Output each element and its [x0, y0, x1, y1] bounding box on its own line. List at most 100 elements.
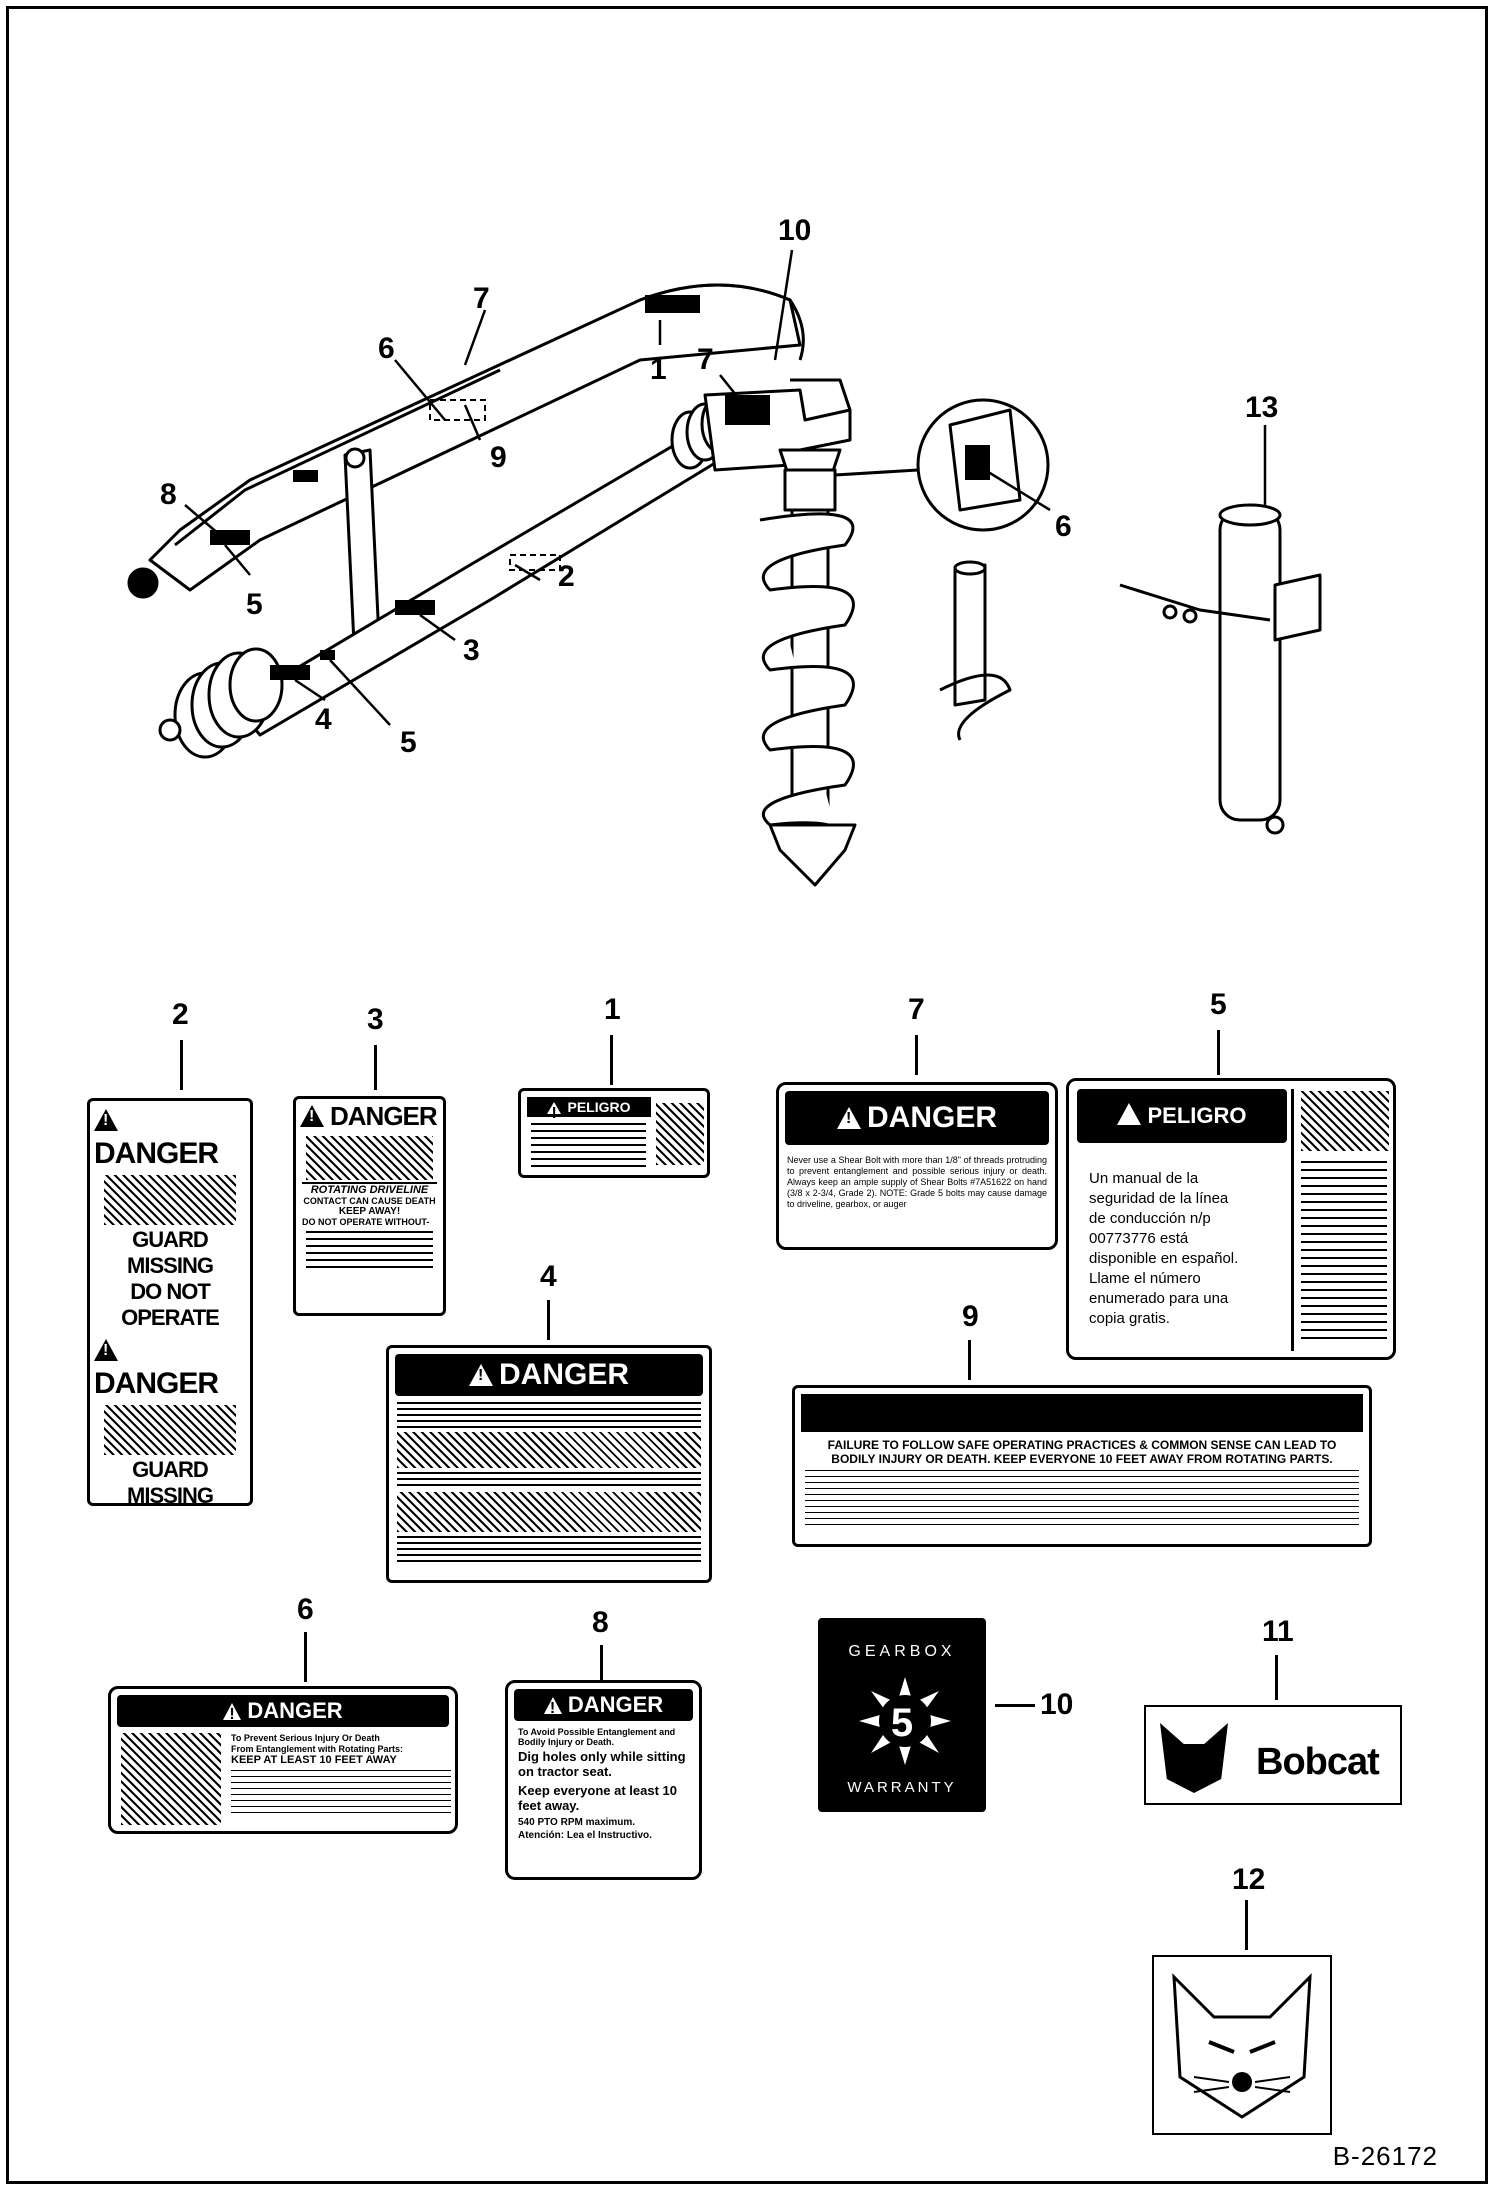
- decal-3-rotating: ROTATING DRIVELINE: [302, 1182, 437, 1196]
- decal-1-number: 1: [604, 993, 621, 1026]
- callout-10-top: 10: [778, 214, 812, 247]
- decal-4-leader: [547, 1300, 550, 1340]
- decal-3-donot: DO NOT OPERATE WITHOUT-: [302, 1217, 430, 1227]
- decal-6-danger-bar: DANGER: [117, 1695, 449, 1727]
- decal-7-danger-bar: DANGER: [785, 1091, 1049, 1145]
- decal-10-graphic: [859, 1677, 951, 1765]
- decal-5-fine-print: [1301, 1161, 1387, 1341]
- decal-1-leader: [610, 1035, 613, 1085]
- callout-7-upper-boom: 7: [473, 282, 490, 315]
- callout-3-shaft: 3: [463, 634, 480, 667]
- decal-10-leader: [995, 1704, 1035, 1707]
- decal-3-leader: [374, 1045, 377, 1090]
- decal-5-body: Un manual de la seguridad de la línea de…: [1089, 1170, 1239, 1327]
- decal-3-number: 3: [367, 1003, 384, 1036]
- decal-1-text-block: [531, 1123, 646, 1171]
- decal-10-gearbox-warranty: GEARBOX 5 WARRANTY: [818, 1618, 986, 1812]
- callout-5-lower: 5: [400, 726, 417, 759]
- decal-8-line-1: To Avoid Possible Entanglement and Bodil…: [518, 1727, 676, 1747]
- bobcat-head-icon: [1160, 1723, 1228, 1793]
- decal-12-number: 12: [1232, 1863, 1266, 1896]
- decal-7-number: 7: [908, 993, 925, 1026]
- decal-11-number: 11: [1262, 1615, 1294, 1648]
- decal-12-leader: [1245, 1900, 1248, 1950]
- decal-6: DANGER To Prevent Serious Injury Or Deat…: [108, 1686, 458, 1834]
- decal-8-line-3: Keep everyone at least 10 feet away.: [518, 1783, 677, 1813]
- decal-4-driveline-icon: [397, 1432, 701, 1468]
- decal-4-danger-bar: DANGER: [395, 1354, 703, 1396]
- decal-3-contact: CONTACT CAN CAUSE DEATH: [303, 1196, 436, 1206]
- decal-2-danger-1: DANGER: [90, 1101, 250, 1173]
- decal-4-number: 4: [540, 1260, 557, 1293]
- decal-5-peligro-bar: PELIGRO: [1077, 1089, 1287, 1160]
- decal-4-entanglement-icon: [397, 1492, 701, 1532]
- decal-5-divider: [1291, 1089, 1294, 1351]
- decal-6-text: To Prevent Serious Injury Or Death From …: [231, 1733, 451, 1814]
- decal-2-do-not-operate-1: DO NOT OPERATE: [121, 1279, 220, 1330]
- decal-5: PELIGRO Un manual de la seguridad de la …: [1066, 1078, 1396, 1360]
- decal-8-leader: [600, 1645, 603, 1680]
- decal-1-manual-icon: [656, 1103, 704, 1165]
- decal-1: PELIGRO: [518, 1088, 710, 1178]
- callout-9-boom: 9: [490, 441, 507, 474]
- callout-7-gearbox: 7: [697, 343, 714, 376]
- decal-5-number: 5: [1210, 988, 1227, 1021]
- decal-5-entanglement-icon: [1301, 1091, 1389, 1151]
- decal-12-bobcat-head: [1152, 1955, 1332, 2135]
- decal-1-peligro-bar: PELIGRO: [527, 1097, 651, 1123]
- callout-5-upper: 5: [246, 588, 263, 621]
- decal-3-entanglement-icon: [306, 1136, 433, 1180]
- decal-8-line-5: Atención: Lea el Instructivo.: [518, 1830, 652, 1841]
- decal-7-leader: [915, 1035, 918, 1075]
- decal-4: DANGER: [386, 1345, 712, 1583]
- page-border: [6, 6, 1488, 2184]
- callout-6-detail: 6: [1055, 510, 1072, 543]
- decal-2-number: 2: [172, 998, 189, 1031]
- decal-11-leader: [1275, 1655, 1278, 1700]
- decal-5-leader: [1217, 1030, 1220, 1075]
- decal-11-bobcat-logo: Bobcat: [1144, 1705, 1402, 1805]
- decal-9: FAILURE TO FOLLOW SAFE OPERATING PRACTIC…: [792, 1385, 1372, 1547]
- decal-9-number: 9: [962, 1300, 979, 1333]
- decal-8-danger-bar: DANGER: [514, 1689, 693, 1721]
- decal-9-line-2: BODILY INJURY OR DEATH. KEEP EVERYONE 10…: [831, 1452, 1333, 1466]
- decal-9-header-bar: [801, 1394, 1363, 1432]
- decal-2-guard-missing-2: GUARD MISSING: [127, 1457, 214, 1506]
- decal-2-leader: [180, 1040, 183, 1090]
- callout-4-shaft: 4: [315, 703, 332, 736]
- decal-11-brand-text: Bobcat: [1256, 1741, 1380, 1783]
- decal-4-step-2: [397, 1472, 701, 1488]
- decal-7-body: Never use a Shear Bolt with more than 1/…: [787, 1155, 1047, 1209]
- callout-13-storage-tube: 13: [1245, 391, 1279, 424]
- decal-9-fine-print: [805, 1470, 1359, 1530]
- decal-6-line-1: To Prevent Serious Injury Or Death: [231, 1733, 380, 1743]
- decal-3-fine-print: [306, 1231, 433, 1271]
- decal-4-step-1: [397, 1402, 701, 1428]
- bobcat-head-outline-icon: [1172, 1973, 1312, 2119]
- decal-2: DANGER GUARD MISSING DO NOT OPERATE DANG…: [87, 1098, 253, 1506]
- decal-2-entanglement-icon-2: [104, 1405, 236, 1455]
- decal-6-fine-print: [231, 1770, 451, 1814]
- decal-6-number: 6: [297, 1593, 314, 1626]
- callout-2-shaft: 2: [558, 560, 575, 593]
- decal-3: DANGER ROTATING DRIVELINE CONTACT CAN CA…: [293, 1096, 446, 1316]
- decal-10-number: 10: [1040, 1688, 1074, 1721]
- decal-3-keep: KEEP AWAY!: [338, 1206, 401, 1217]
- decal-9-line-1: FAILURE TO FOLLOW SAFE OPERATING PRACTIC…: [827, 1438, 1337, 1452]
- decal-8-line-2: Dig holes only while sitting on tractor …: [518, 1749, 686, 1779]
- decal-6-leader: [304, 1632, 307, 1682]
- decal-8-line-4: 540 PTO RPM maximum.: [518, 1817, 636, 1828]
- decal-3-danger: DANGER: [296, 1099, 443, 1134]
- decal-9-leader: [968, 1340, 971, 1380]
- decal-10-bottom-text: WARRANTY: [847, 1779, 957, 1796]
- decal-6-line-2: From Entanglement with Rotating Parts:: [231, 1744, 404, 1754]
- decal-6-entanglement-icon: [121, 1733, 221, 1825]
- callout-1-boom: 1: [650, 353, 667, 386]
- callout-8-tip: 8: [160, 478, 177, 511]
- decal-4-step-3: [397, 1536, 701, 1564]
- callout-6-boom: 6: [378, 332, 395, 365]
- decal-8: DANGER To Avoid Possible Entanglement an…: [505, 1680, 702, 1880]
- auger-assembly-illustration: [127, 249, 1322, 887]
- decal-2-entanglement-icon: [104, 1175, 236, 1225]
- decal-10-number-text: 5: [890, 1701, 914, 1745]
